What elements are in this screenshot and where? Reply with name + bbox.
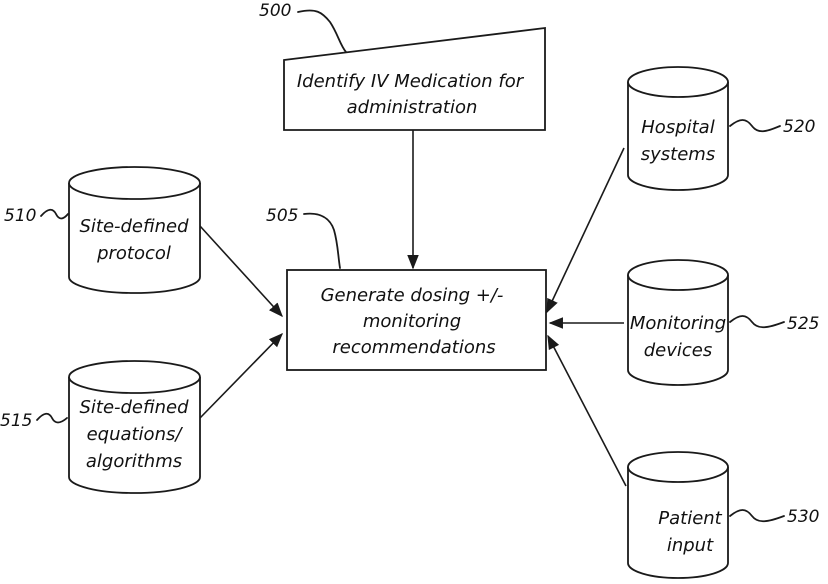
- ref-510-label: 510: [4, 206, 36, 226]
- identify-label-line-1: Identify IV Medication for: [297, 71, 525, 92]
- equations-cylinder-top: [69, 361, 200, 393]
- ref-500: 500: [259, 1, 346, 52]
- node-hospital-systems: Hospital systems: [628, 67, 728, 190]
- node-site-equations: Site-defined equations/ algorithms: [69, 361, 200, 493]
- arrow-protocol-to-generate: [200, 226, 282, 316]
- patient-cylinder-top: [628, 452, 728, 482]
- patient-label-line-2: input: [667, 535, 714, 556]
- equations-label-line-3: algorithms: [86, 451, 182, 472]
- protocol-cylinder-top: [69, 167, 200, 199]
- arrow-patient-to-generate: [548, 336, 626, 486]
- patient-label-line-1: Patient: [658, 508, 722, 529]
- ref-520: 520: [730, 117, 815, 137]
- monitoring-cylinder-top: [628, 260, 728, 290]
- ref-525-label: 525: [787, 314, 819, 334]
- ref-530-label: 530: [787, 507, 819, 527]
- arrow-equations-to-generate: [200, 334, 282, 418]
- node-monitoring-devices: Monitoring devices: [628, 260, 728, 385]
- node-patient-input: Patient input: [628, 452, 728, 578]
- identify-label-line-2: administration: [347, 97, 478, 118]
- ref-515: 515: [0, 411, 67, 431]
- hospital-cylinder-top: [628, 67, 728, 97]
- ref-510-leader: [41, 210, 68, 219]
- monitoring-label-line-1: Monitoring: [630, 313, 726, 334]
- ref-525: 525: [730, 314, 819, 334]
- protocol-label-line-2: protocol: [96, 243, 171, 264]
- monitoring-label-line-2: devices: [644, 340, 713, 361]
- equations-label-line-1: Site-defined: [79, 397, 189, 418]
- generate-label-line-1: Generate dosing +/-: [321, 285, 504, 306]
- node-generate-recommendations: Generate dosing +/- monitoring recommend…: [287, 270, 546, 370]
- ref-505: 505: [266, 206, 340, 268]
- ref-530-leader: [730, 510, 784, 521]
- generate-label-line-3: recommendations: [332, 337, 495, 358]
- ref-505-label: 505: [266, 206, 298, 226]
- hospital-label-line-1: Hospital: [641, 117, 714, 138]
- ref-525-leader: [730, 316, 784, 327]
- ref-520-label: 520: [783, 117, 815, 137]
- ref-530: 530: [730, 507, 819, 527]
- hospital-label-line-2: systems: [641, 144, 715, 165]
- ref-500-leader: [298, 10, 346, 52]
- node-site-protocol: Site-defined protocol: [69, 167, 200, 293]
- protocol-label-line-1: Site-defined: [79, 216, 189, 237]
- ref-505-leader: [304, 214, 340, 268]
- ref-510: 510: [4, 206, 68, 226]
- ref-520-leader: [730, 120, 780, 131]
- ref-515-leader: [37, 414, 67, 423]
- ref-500-label: 500: [259, 1, 291, 21]
- ref-515-label: 515: [0, 411, 32, 431]
- equations-label-line-2: equations/: [87, 424, 184, 445]
- node-identify-medication: Identify IV Medication for administratio…: [284, 28, 545, 130]
- generate-label-line-2: monitoring: [363, 311, 461, 332]
- arrow-hospital-to-generate: [547, 148, 624, 312]
